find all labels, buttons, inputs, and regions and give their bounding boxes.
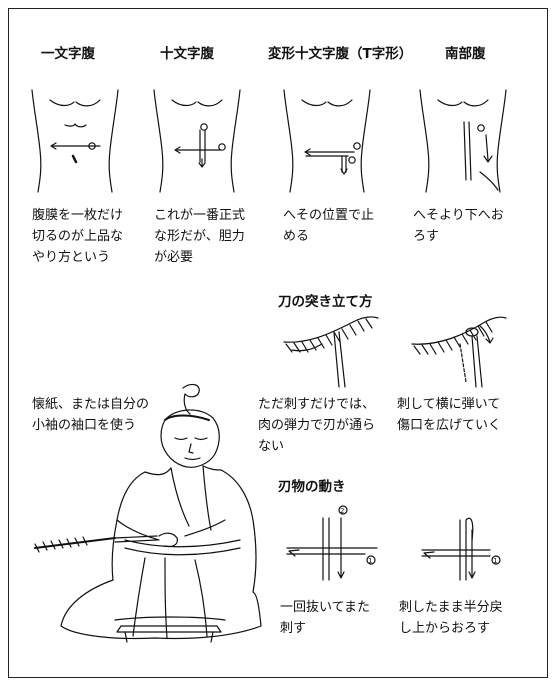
motion-left-caption: 一回抜いてまた 刺す (280, 600, 370, 636)
svg-text:2: 2 (340, 507, 344, 515)
insertion-left-caption: ただ刺すだけでは、 肉の弾力で刃が通ら ない (258, 397, 376, 454)
insertion-direct-figure (283, 316, 379, 388)
method-title-nanbu: 南部腹 (445, 46, 486, 62)
method-title-jumonji: 十文字腹 (160, 46, 214, 62)
motion-reinsert-figure: 2 1 (286, 505, 378, 581)
method-caption-nanbu: へそより下へお ろす (413, 208, 504, 244)
torso-jumonji-figure (153, 89, 241, 193)
method-caption-ichimonji: 腹膜を一枚だけ 切るのが上品な やり方という (32, 208, 124, 265)
method-title-t-shape: 変形十文字腹（T字形） (268, 46, 413, 62)
motion-half-return-figure: 1 (421, 517, 501, 581)
torso-ichimonji-figure (31, 89, 119, 193)
method-title-ichimonji: 一文字腹 (41, 46, 95, 62)
torso-t-shape-figure (283, 89, 371, 193)
paper-note: 懐紙、または自分の 小袖の袖口を使う (32, 397, 150, 433)
insertion-title: 刀の突き立て方 (278, 294, 373, 310)
torso-nanbu-figure (419, 89, 507, 193)
method-caption-jumonji: これが一番正式 な形だが、胆力 が必要 (154, 208, 246, 265)
samurai-figure (34, 383, 262, 643)
svg-text:1: 1 (493, 557, 497, 565)
svg-text:1: 1 (368, 557, 372, 565)
motion-right-caption: 刺したまま半分戻 し上からおろす (399, 600, 503, 636)
method-caption-t-shape: へその位置で止 める (283, 208, 375, 244)
illustration-frame (8, 8, 548, 678)
motion-title: 刃物の動き (278, 479, 346, 495)
insertion-twist-figure (411, 316, 507, 388)
insertion-right-caption: 刺して横に弾いて 傷口を広げていく (397, 397, 502, 433)
